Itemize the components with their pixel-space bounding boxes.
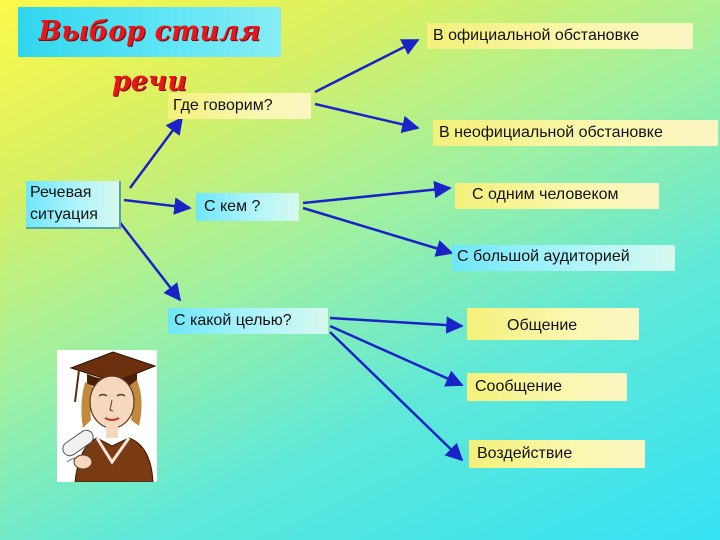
node-one-person: С одним человеком — [455, 183, 659, 209]
node-with-whom: С кем ? — [196, 193, 299, 221]
node-message: Сообщение — [467, 373, 627, 401]
arrow-where-unofficial — [314, 102, 420, 133]
slide-title: Выбор стиля речи — [18, 7, 281, 97]
arrow-situation-whom — [123, 197, 192, 215]
node-one-person-label: С одним человеком — [472, 186, 619, 203]
arrow-whom-one — [302, 180, 452, 205]
node-official-label: В официальной обстановке — [433, 27, 640, 44]
node-official: В официальной обстановке — [427, 23, 693, 49]
node-influence-label: Воздействие — [477, 445, 573, 462]
arrow-whom-audience — [302, 206, 454, 257]
arrow-purpose-communication — [329, 316, 464, 334]
node-speech-situation-label: Речевая ситуация — [30, 184, 98, 223]
node-with-whom-label: С кем ? — [204, 198, 261, 215]
arrow-situation-purpose — [117, 219, 182, 302]
node-communication-label: Общение — [507, 317, 578, 334]
node-purpose-label: С какой целью? — [174, 312, 292, 329]
node-purpose: С какой целью? — [168, 308, 328, 334]
graduate-icon — [57, 350, 157, 482]
node-unofficial-label: В неофициальной обстановке — [439, 124, 663, 141]
node-speech-situation: Речевая ситуация — [26, 181, 121, 229]
node-unofficial: В неофициальной обстановке — [433, 120, 718, 146]
node-large-audience: С большой аудиторией — [452, 245, 675, 271]
arrow-situation-where — [128, 116, 184, 189]
node-where-label: Где говорим? — [173, 97, 273, 114]
node-message-label: Сообщение — [475, 378, 563, 395]
node-large-audience-label: С большой аудиторией — [457, 248, 630, 265]
node-communication: Общение — [467, 308, 639, 340]
arrow-purpose-influence — [329, 331, 464, 462]
node-influence: Воздействие — [469, 440, 645, 468]
arrow-purpose-message — [329, 324, 464, 387]
node-where: Где говорим? — [168, 93, 311, 119]
arrow-where-official — [314, 38, 420, 94]
